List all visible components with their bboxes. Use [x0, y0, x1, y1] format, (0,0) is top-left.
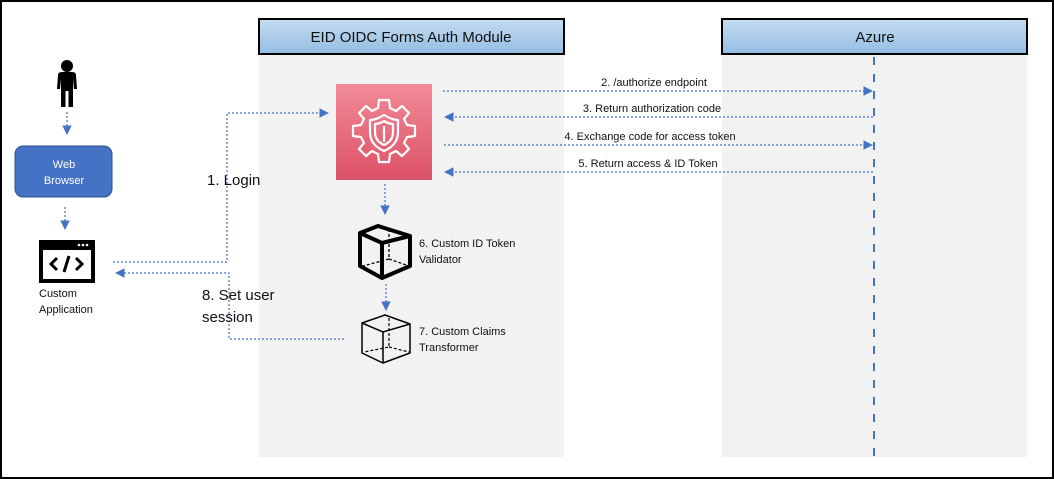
component-validator-label-line2: Validator: [419, 254, 462, 266]
component-validator-label-line1: 6. Custom ID Token: [419, 238, 515, 250]
arrow-set-session: [115, 268, 344, 340]
step-return-code-label: 3. Return authorization code: [583, 103, 721, 115]
web-browser-label-line1: Web: [53, 159, 75, 171]
component-transformer-label-line1: 7. Custom Claims: [419, 326, 506, 338]
step-login-label: 1. Login: [207, 172, 260, 189]
step-authorize-label: 2. /authorize endpoint: [601, 77, 707, 89]
web-browser-box[interactable]: Web Browser: [14, 145, 113, 198]
lane-title-azure: Azure: [855, 29, 894, 46]
lane-header-module: EID OIDC Forms Auth Module: [258, 18, 565, 55]
custom-application-label-line2: Application: [39, 304, 93, 316]
component-transformer-label-line2: Transformer: [419, 342, 479, 354]
lane-header-azure: Azure: [721, 18, 1028, 55]
custom-application-label-line1: Custom: [39, 288, 77, 300]
cube-icon-validator: [358, 224, 412, 280]
web-browser-label-line2: Browser: [44, 175, 85, 187]
cube-icon-transformer: [361, 314, 411, 364]
arrow-login: [113, 108, 329, 263]
person-icon: [57, 60, 77, 107]
lane-title-module: EID OIDC Forms Auth Module: [311, 29, 512, 46]
lane-body-azure: [722, 55, 1027, 457]
gear-shield-icon: [336, 84, 432, 180]
step-session-label-line1: 8. Set user: [202, 287, 275, 304]
step-session-label-line2: session: [202, 309, 253, 326]
code-window-icon: [39, 240, 95, 283]
step-return-tokens-label: 5. Return access & ID Token: [578, 158, 717, 170]
step-exchange-label: 4. Exchange code for access token: [564, 131, 735, 143]
